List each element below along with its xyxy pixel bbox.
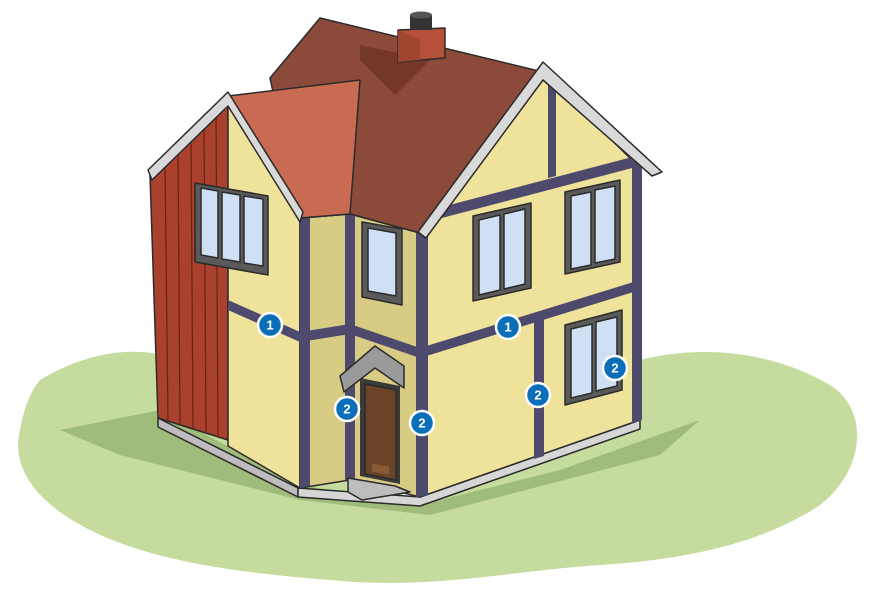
window-left-upper [195, 183, 268, 275]
vertical-post-far-right [632, 160, 642, 423]
svg-text:2: 2 [343, 402, 350, 417]
vertical-post-gable [548, 80, 556, 178]
svg-text:2: 2 [534, 388, 541, 403]
marker-2-window[interactable]: 2 [603, 356, 627, 380]
vertical-post-corner [416, 232, 428, 497]
vertical-post-left [300, 217, 310, 488]
window-right-upper-1 [473, 203, 531, 301]
marker-1-left[interactable]: 1 [258, 313, 282, 337]
vertical-post-mid [345, 214, 355, 482]
chimney [398, 12, 445, 63]
window-middle-upper [362, 222, 402, 305]
svg-text:2: 2 [611, 361, 618, 376]
marker-2-door-left[interactable]: 2 [335, 397, 359, 421]
marker-2-post[interactable]: 2 [526, 383, 550, 407]
window-right-upper-2 [565, 180, 620, 274]
marker-2-door-right[interactable]: 2 [410, 411, 434, 435]
svg-text:1: 1 [266, 318, 273, 333]
marker-1-right[interactable]: 1 [496, 315, 520, 339]
svg-text:1: 1 [504, 320, 511, 335]
svg-text:2: 2 [418, 416, 425, 431]
